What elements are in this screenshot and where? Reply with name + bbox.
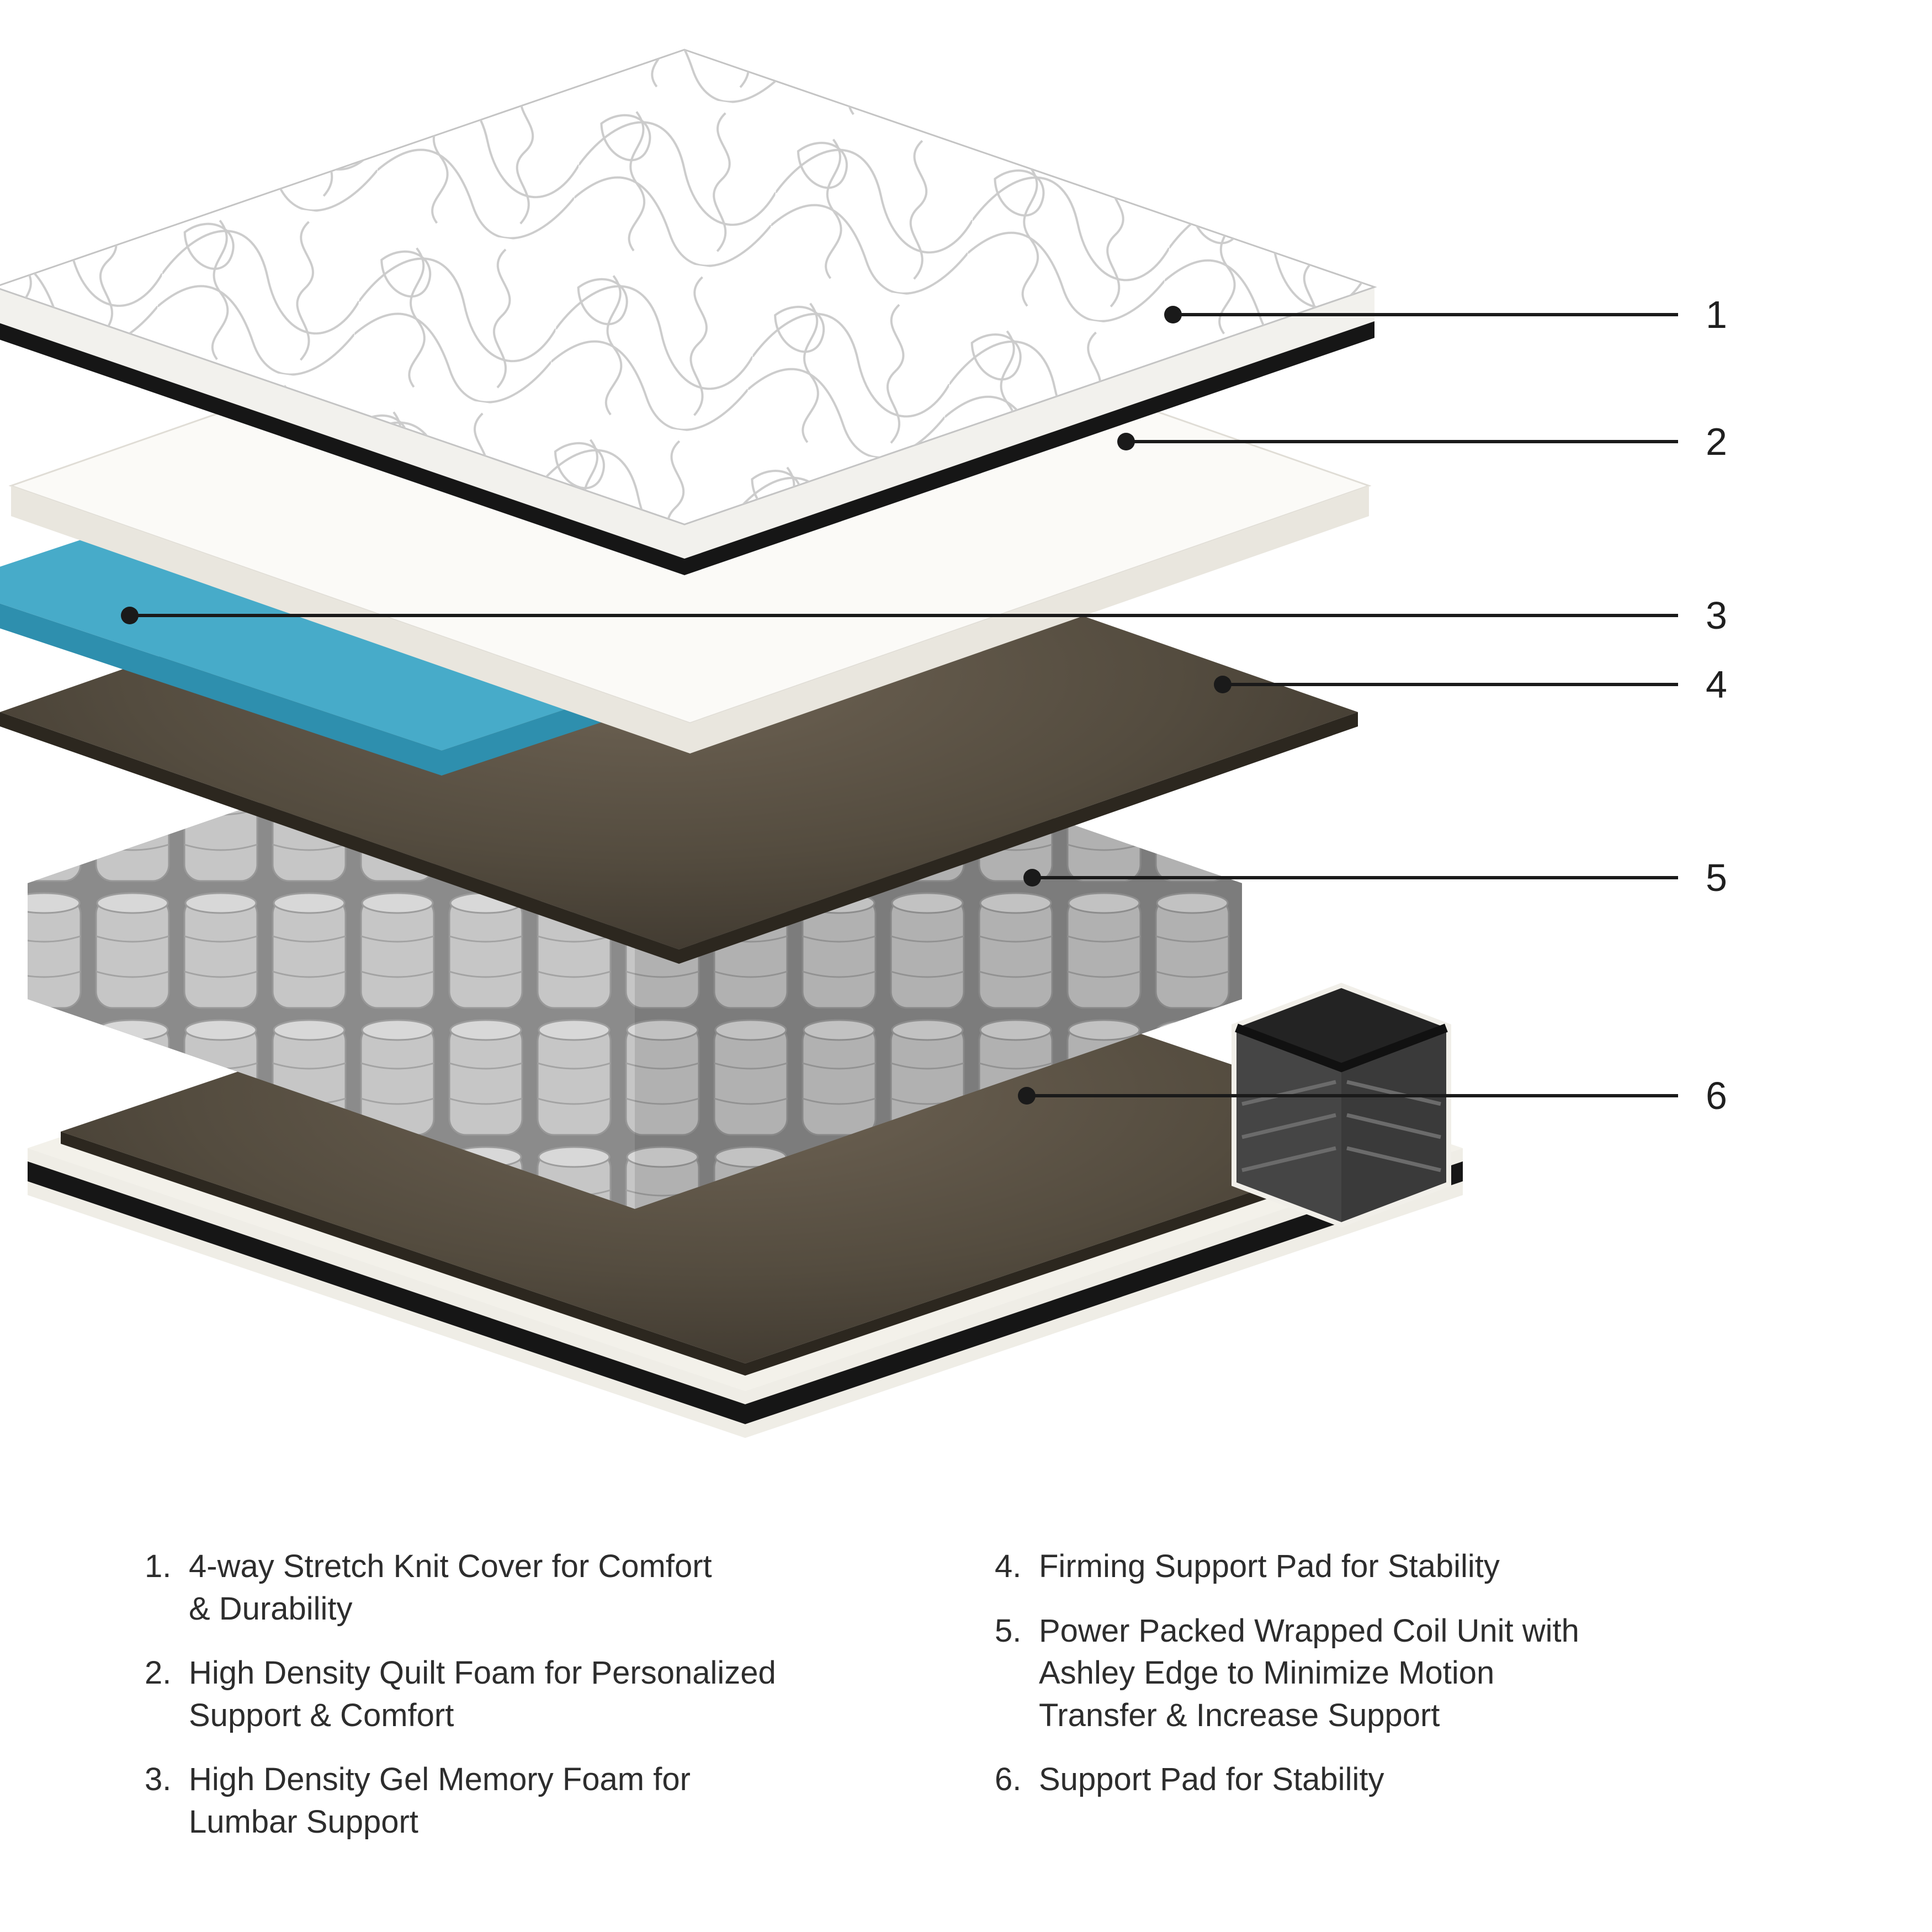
edge-corner-chevrons	[1241, 1080, 1441, 1172]
legend-column-right: 4. Firming Support Pad for Stability 5. …	[995, 1546, 1867, 1843]
callout-dot-5	[1023, 869, 1041, 887]
legend-item-6: 6. Support Pad for Stability	[995, 1759, 1867, 1801]
legend-item-4: 4. Firming Support Pad for Stability	[995, 1546, 1867, 1588]
legend-item-5-number: 5.	[995, 1612, 1022, 1649]
layer-1-knit-cover-graphic	[0, 49, 1377, 575]
callout-number-5: 5	[1706, 856, 1727, 899]
callout-dot-3	[121, 607, 139, 624]
legend-item-2: 2. High Density Quilt Foam for Personali…	[145, 1652, 951, 1737]
edge-support-corner-graphic	[1232, 983, 1451, 1228]
legend: 1. 4-way Stretch Knit Cover for Comfort …	[145, 1546, 1867, 1843]
callout-number-4: 4	[1706, 663, 1727, 706]
legend-item-6-text: Support Pad for Stability	[1039, 1761, 1384, 1798]
callout-dot-6	[1018, 1087, 1036, 1105]
legend-item-3: 3. High Density Gel Memory Foam for Lumb…	[145, 1759, 951, 1843]
legend-column-left: 1. 4-way Stretch Knit Cover for Comfort …	[145, 1546, 951, 1843]
callout-dot-4	[1214, 676, 1232, 693]
legend-item-3-number: 3.	[145, 1761, 172, 1798]
gel-foam-side-face	[0, 585, 938, 776]
legend-item-2-text: High Density Quilt Foam for Personalized…	[189, 1655, 776, 1733]
legend-item-4-number: 4.	[995, 1548, 1022, 1584]
callout-number-3: 3	[1706, 594, 1727, 637]
edge-corner-tape	[1235, 1023, 1448, 1073]
callout-number-2: 2	[1706, 420, 1727, 463]
legend-item-1-text: 4-way Stretch Knit Cover for Comfort & D…	[189, 1548, 712, 1627]
legend-item-5-text: Power Packed Wrapped Coil Unit with Ashl…	[1039, 1612, 1579, 1733]
cover-quilt-pattern	[0, 50, 1374, 524]
legend-item-6-number: 6.	[995, 1761, 1022, 1798]
callout-dot-2	[1117, 433, 1135, 450]
legend-item-3-text: High Density Gel Memory Foam for Lumbar …	[189, 1761, 691, 1840]
legend-item-5: 5. Power Packed Wrapped Coil Unit with A…	[995, 1610, 1867, 1737]
legend-item-2-number: 2.	[145, 1655, 172, 1691]
callout-number-6: 6	[1706, 1074, 1727, 1117]
callout-dot-1	[1164, 306, 1182, 323]
callout-number-1: 1	[1706, 293, 1727, 336]
legend-item-4-text: Firming Support Pad for Stability	[1039, 1548, 1500, 1584]
legend-item-1: 1. 4-way Stretch Knit Cover for Comfort …	[145, 1546, 951, 1630]
exploded-mattress-graphic: 1 2 3 4 5 6	[0, 49, 1727, 1438]
legend-item-1-number: 1.	[145, 1548, 172, 1584]
callouts: 1 2 3 4 5 6	[121, 293, 1727, 1117]
